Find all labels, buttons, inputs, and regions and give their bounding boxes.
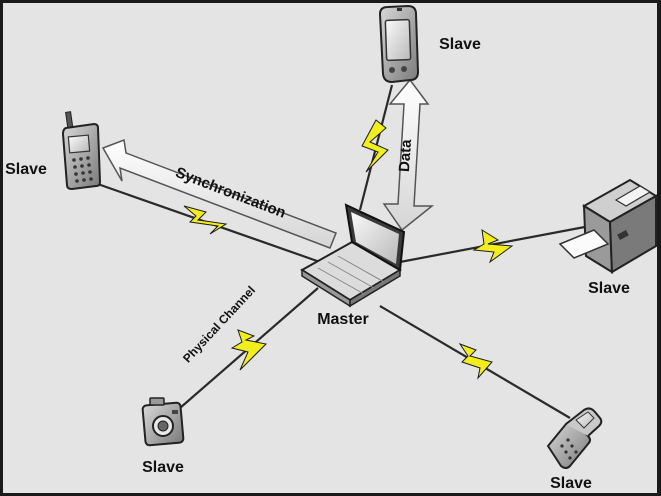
slave-label-printer: Slave — [588, 280, 630, 297]
flip-phone-icon — [546, 407, 603, 469]
lightning-icon — [361, 119, 389, 173]
lightning-icon — [183, 205, 228, 235]
lightning-icon — [472, 229, 514, 264]
synchronization-arrow: Synchronization — [101, 138, 337, 249]
laptop-icon — [300, 203, 406, 308]
slave-label-flip-phone: Slave — [550, 475, 592, 492]
lightning-icon — [230, 329, 268, 371]
slave-label-camera: Slave — [142, 459, 184, 476]
pda-icon — [378, 4, 420, 84]
slave-label-phone: Slave — [5, 161, 47, 178]
link-to-printer — [399, 224, 591, 264]
slave-label-pda: Slave — [439, 36, 481, 53]
camera-icon — [141, 397, 185, 447]
piconet-diagram: Synchronization Data Physical Channel Ma… — [5, 4, 657, 492]
lightning-icon — [458, 342, 493, 380]
printer-icon — [558, 178, 657, 274]
lightning-bolts — [183, 119, 514, 380]
diagram-canvas: Synchronization Data Physical Channel Ma… — [3, 3, 657, 493]
mobile-phone-icon — [61, 111, 102, 191]
data-arrow: Data — [382, 78, 435, 232]
physical-channel-label: Physical Channel — [180, 283, 258, 365]
master-label: Master — [317, 311, 369, 328]
data-label: Data — [396, 138, 415, 172]
